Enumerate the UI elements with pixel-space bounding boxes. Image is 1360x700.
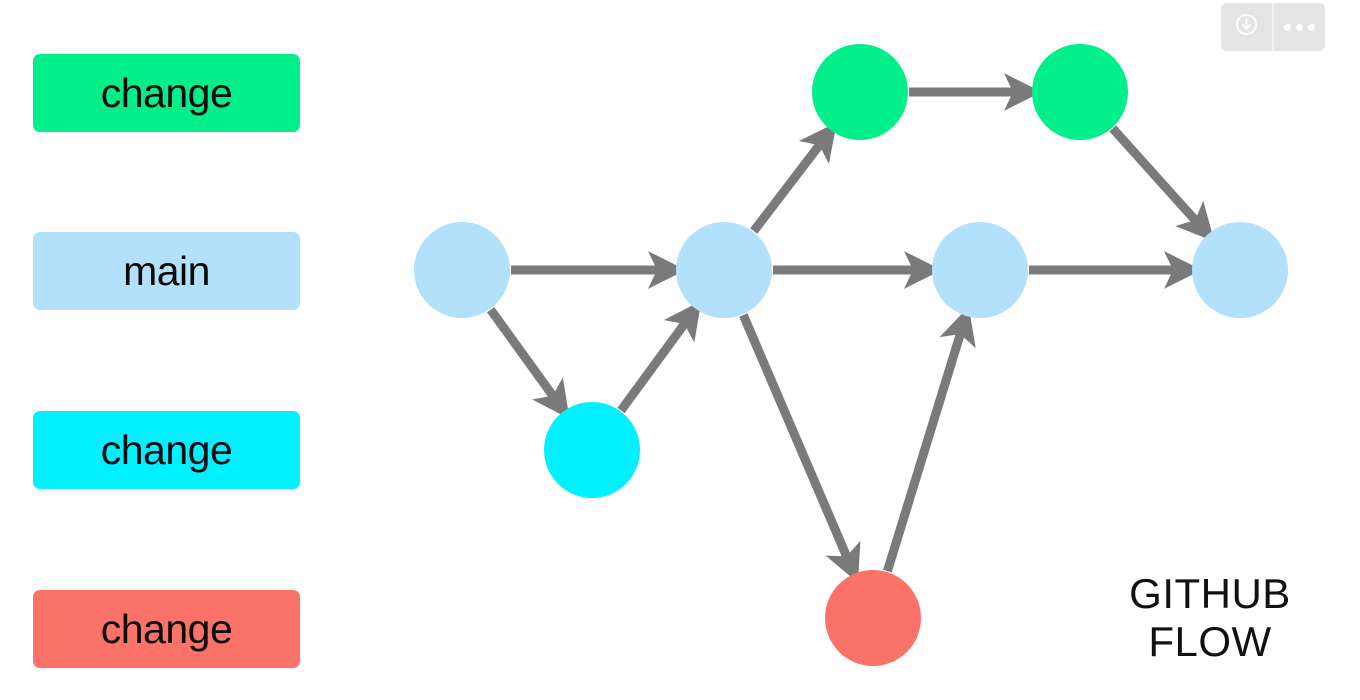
graph-node-g2 (1032, 44, 1128, 140)
graph-node-c1 (544, 402, 640, 498)
graph-edge-m2-to-r1 (739, 313, 861, 583)
graph-node-g1 (812, 44, 908, 140)
image-toolbar (1221, 3, 1325, 51)
graph-edges (487, 73, 1215, 583)
graph-edge-r1-to-m3 (883, 306, 976, 573)
graph-edge-m2-to-g1 (750, 122, 837, 234)
graph-node-m4 (1192, 222, 1288, 318)
graph-node-r1 (825, 570, 921, 666)
diagram-caption: GITHUB FLOW (1090, 570, 1330, 666)
graph-node-m1 (414, 222, 510, 318)
legend-chip-change-cyan: change (33, 411, 300, 489)
graph-edge-m1-to-c1 (487, 307, 570, 420)
download-icon (1234, 12, 1259, 42)
branch-legend: change main change change (33, 0, 303, 700)
legend-chip-main: main (33, 232, 300, 310)
more-options-icon (1284, 23, 1315, 31)
legend-chip-change-green: change (33, 54, 300, 132)
legend-label: change (100, 605, 233, 652)
legend-chip-change-red: change (33, 590, 300, 668)
caption-line-1: GITHUB (1129, 570, 1291, 617)
graph-edge-c1-to-m2 (617, 300, 702, 414)
graph-node-m2 (676, 222, 772, 318)
legend-label: change (100, 69, 233, 116)
caption-line-2: FLOW (1148, 617, 1272, 665)
graph-nodes (414, 44, 1288, 666)
graph-edge-g2-to-m4 (1109, 125, 1215, 242)
download-button[interactable] (1221, 3, 1272, 51)
more-options-button[interactable] (1274, 3, 1325, 51)
legend-label: change (100, 426, 233, 473)
legend-label: main (123, 247, 210, 294)
toolbar-divider (1272, 3, 1274, 51)
graph-node-m3 (932, 222, 1028, 318)
